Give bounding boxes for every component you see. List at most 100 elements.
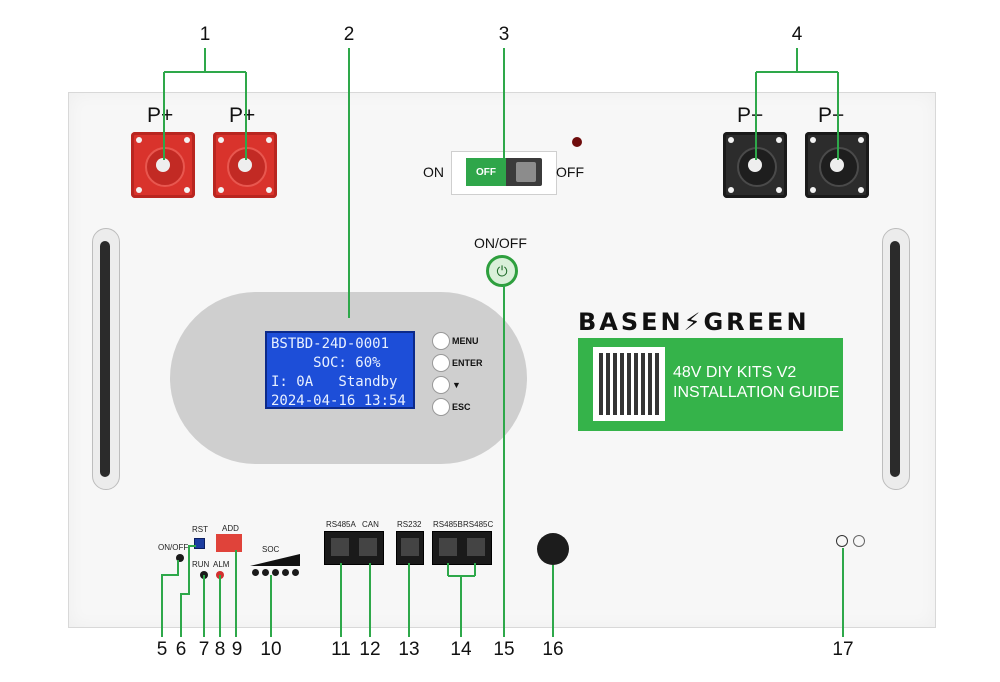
ground-symbol-icon [853,535,865,547]
positive-terminal-label-left: P+ [147,104,174,127]
esc-button[interactable] [432,398,450,416]
rs485b-label: RS485B [433,520,463,529]
can-label: CAN [362,520,379,529]
bolt-icon [184,137,190,143]
breaker-switch[interactable]: OFF [451,151,557,195]
rs485a-label: RS485A [326,520,356,529]
soc-led [262,569,269,576]
callout-3: 3 [498,24,510,45]
soc-label: SOC [262,545,280,554]
terminal-core [156,158,170,172]
menu-label: MENU [452,336,479,346]
right-handle[interactable] [882,228,910,490]
bolt-icon [218,137,224,143]
bolt-icon [810,137,816,143]
terminal-core [748,158,762,172]
bolt-icon [776,137,782,143]
bolt-icon [728,137,734,143]
lcd-line-2: SOC: 60% [271,355,381,371]
rs485b-c-port[interactable] [432,531,492,565]
callout-2: 2 [343,24,355,45]
ground-screw-icon[interactable] [836,535,848,547]
add-label: ADD [222,524,239,533]
guide-line-1: 48V DIY KITS V2 [673,364,797,381]
lcd-screen: BSTBD-24D-0001 SOC: 60% I: 0A Standby 20… [265,331,415,409]
callout-16: 16 [542,639,564,660]
callout-4: 4 [791,24,803,45]
callout-11: 11 [331,639,351,660]
callout-7: 7 [198,639,210,660]
lcd-line-1: BSTBD-24D-0001 [271,336,390,352]
switch-rocker [516,162,536,182]
installation-guide-label: 48V DIY KITS V2 INSTALLATION GUIDE [578,338,843,431]
esc-label: ESC [452,402,471,412]
power-button-label: ON/OFF [474,235,527,251]
down-button[interactable] [432,376,450,394]
rs485a-can-port[interactable] [324,531,384,565]
qr-code[interactable] [593,347,665,421]
callout-17: 17 [832,639,854,660]
red-indicator-light [572,137,582,147]
bolt-icon [810,187,816,193]
callout-5: 5 [156,639,168,660]
port-slot [401,538,419,556]
run-label: RUN [192,560,210,569]
positive-terminal-right[interactable] [213,132,277,198]
on-off-small-button[interactable] [176,554,184,562]
port-slot [467,538,485,556]
callout-8: 8 [214,639,226,660]
bolt-icon [266,187,272,193]
qr-code-pattern [599,353,659,415]
address-dip-switch[interactable] [216,534,242,552]
left-handle-bar [100,241,110,477]
soc-led [292,569,299,576]
bolt-icon [184,187,190,193]
on-off-small-label: ON/OFF [158,543,189,552]
right-handle-bar [890,241,900,477]
bolt-icon [266,137,272,143]
enter-label: ENTER [452,358,483,368]
brand-logo: BASEN⚡GREEN [578,308,810,336]
port-slot [439,538,457,556]
port-slot [331,538,349,556]
alm-label: ALM [213,560,230,569]
callout-9: 9 [231,639,243,660]
enter-button[interactable] [432,354,450,372]
callout-14: 14 [450,639,472,660]
guide-text: 48V DIY KITS V2 INSTALLATION GUIDE [673,363,840,403]
bolt-icon [728,187,734,193]
callout-10: 10 [260,639,282,660]
callout-13: 13 [398,639,420,660]
bolt-icon [136,137,142,143]
down-arrow-icon: ▼ [452,380,461,390]
switch-on-label: ON [423,164,444,180]
bolt-icon [218,187,224,193]
left-handle[interactable] [92,228,120,490]
rst-label: RST [192,525,208,534]
switch-off-label: OFF [556,164,584,180]
callout-15: 15 [493,639,515,660]
terminal-core [830,158,844,172]
soc-led [252,569,259,576]
bolt-icon [136,187,142,193]
terminal-core [238,158,252,172]
soc-led [282,569,289,576]
lcd-line-3: I: 0A Standby [271,374,398,390]
port-slot [359,538,377,556]
menu-button[interactable] [432,332,450,350]
bolt-icon [858,187,864,193]
callout-6: 6 [175,639,187,660]
positive-terminal-label-right: P+ [229,104,256,127]
soc-ramp-icon [250,554,300,566]
soc-led [272,569,279,576]
bolt-icon [858,137,864,143]
bolt-icon [776,187,782,193]
switch-rocker-off: OFF [466,158,506,186]
callout-12: 12 [359,639,381,660]
power-icon[interactable]: ⏻ [486,255,518,287]
guide-line-2: INSTALLATION GUIDE [673,384,840,401]
reset-button[interactable] [194,538,205,549]
dry-contact-knob[interactable] [537,533,569,565]
rs485c-label: RS485C [463,520,494,529]
